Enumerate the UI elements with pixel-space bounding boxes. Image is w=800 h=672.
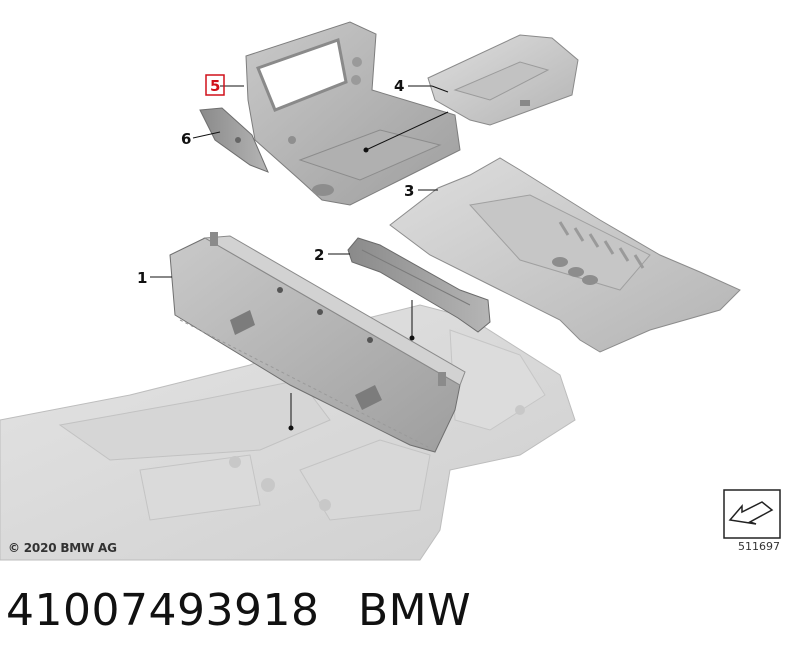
diagram-reference-code: 511697 <box>738 540 780 553</box>
brand-name: BMW <box>358 585 472 636</box>
callout-1[interactable]: 1 <box>137 269 147 287</box>
part-6-bracket[interactable] <box>199 107 269 173</box>
callout-4[interactable]: 4 <box>394 77 404 95</box>
part-number: 41007493918 <box>6 585 320 636</box>
direction-arrow-icon <box>723 489 781 539</box>
callout-2[interactable]: 2 <box>314 246 324 264</box>
callout-5-highlight-box <box>205 74 225 96</box>
part-5-rear-panel[interactable] <box>245 21 461 206</box>
part-3-floor-pan[interactable] <box>389 157 741 353</box>
callout-5[interactable]: 5 <box>210 77 220 95</box>
part-2-rail-bracket[interactable] <box>347 237 491 333</box>
copyright-notice: © 2020 BMW AG <box>8 541 117 555</box>
callout-3[interactable]: 3 <box>404 182 414 200</box>
part-1-cross-member[interactable] <box>169 232 466 453</box>
part-4-floor-panel[interactable] <box>427 34 579 126</box>
leader-lines <box>150 85 449 431</box>
callout-6[interactable]: 6 <box>181 130 191 148</box>
parts-diagram: 5 6 4 3 2 1 <box>0 21 781 561</box>
